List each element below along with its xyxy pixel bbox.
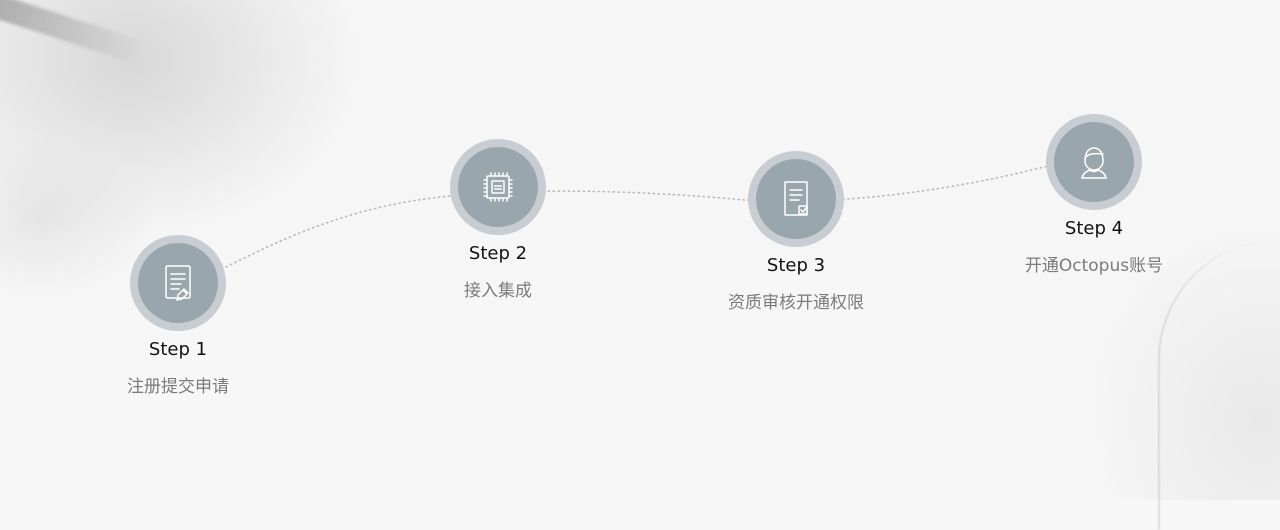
step-4-title: Step 4 [1064,218,1124,239]
step-2: Step 2 接入集成 [430,139,566,301]
step-connector-path [225,165,1049,268]
step-4: Step 4 开通Octopus账号 [1016,114,1172,276]
user-icon [1054,122,1134,202]
step-4-description: 开通Octopus账号 [1024,256,1164,276]
chip-icon [458,147,538,227]
step-3-title: Step 3 [766,255,826,276]
step-4-icon-ring [1046,114,1142,210]
step-3-icon-ring [748,151,844,247]
document-check-icon [756,159,836,239]
step-1-icon-ring [130,235,226,331]
step-2-icon-ring [450,139,546,235]
document-edit-icon [138,243,218,323]
step-2-title: Step 2 [468,243,528,264]
step-1-title: Step 1 [148,339,208,360]
background-edge [1158,240,1280,530]
step-1-description: 注册提交申请 [127,377,229,397]
step-2-description: 接入集成 [464,281,532,301]
step-3-description: 资质审核开通权限 [728,293,864,313]
step-3: Step 3 资质审核开通权限 [712,151,880,313]
step-1: Step 1 注册提交申请 [115,235,241,397]
